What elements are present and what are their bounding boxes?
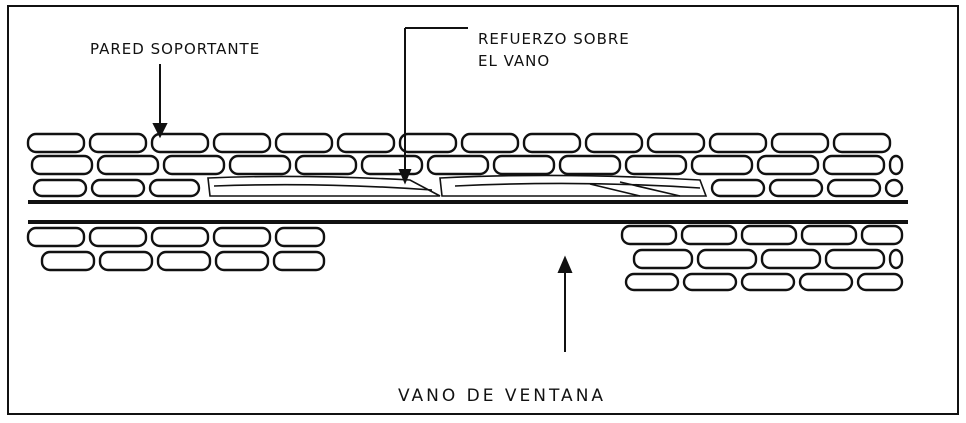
frame-border <box>7 5 959 415</box>
stone <box>798 272 854 292</box>
stone <box>150 226 210 248</box>
stone <box>696 248 758 270</box>
stone <box>888 248 904 270</box>
stone <box>800 224 858 246</box>
stone <box>632 248 694 270</box>
stone <box>274 226 326 248</box>
stone <box>150 132 210 154</box>
stone <box>888 154 904 176</box>
reinforcement-label: REFUERZO SOBRE EL VANO <box>478 28 630 72</box>
stone <box>228 154 292 176</box>
stone <box>822 154 886 176</box>
stone <box>88 226 148 248</box>
stone <box>522 132 582 154</box>
stone <box>770 132 830 154</box>
stone <box>832 132 892 154</box>
stone <box>826 178 882 198</box>
stone <box>708 132 768 154</box>
stone <box>148 178 201 198</box>
stone <box>272 250 326 272</box>
stone <box>40 250 96 272</box>
stone <box>96 154 160 176</box>
stone <box>740 272 796 292</box>
stone <box>620 224 678 246</box>
stone <box>26 226 86 248</box>
stone <box>274 132 334 154</box>
stone <box>740 224 798 246</box>
stone <box>426 154 490 176</box>
stone <box>884 178 904 198</box>
stone <box>768 178 824 198</box>
stone <box>90 178 146 198</box>
stone <box>624 272 680 292</box>
stone <box>398 132 458 154</box>
stone <box>646 132 706 154</box>
stone <box>710 178 766 198</box>
stone <box>156 250 212 272</box>
stone <box>162 154 226 176</box>
stone <box>214 250 270 272</box>
stone <box>760 248 822 270</box>
stone <box>212 132 272 154</box>
stone <box>682 272 738 292</box>
masonry-stones <box>26 132 904 292</box>
reinforcement-label-line2: EL VANO <box>478 52 551 70</box>
stone <box>856 272 904 292</box>
stone <box>30 154 94 176</box>
stone <box>460 132 520 154</box>
wall-label: PARED SOPORTANTE <box>90 40 261 58</box>
stone <box>824 248 886 270</box>
reinforcement-label-line1: REFUERZO SOBRE <box>478 30 630 48</box>
stone <box>88 132 148 154</box>
opening-label: VANO DE VENTANA <box>398 386 607 406</box>
stone <box>860 224 904 246</box>
stone <box>26 132 86 154</box>
stone <box>756 154 820 176</box>
stone <box>680 224 738 246</box>
stone <box>584 132 644 154</box>
leader-lines <box>152 27 573 352</box>
stone <box>690 154 754 176</box>
stone <box>294 154 358 176</box>
stone <box>492 154 556 176</box>
stone <box>558 154 622 176</box>
stone <box>360 154 424 176</box>
reinforcement-wedges <box>207 174 708 197</box>
stone <box>32 178 88 198</box>
stone <box>212 226 272 248</box>
stone <box>336 132 396 154</box>
stone <box>98 250 154 272</box>
stone <box>624 154 688 176</box>
